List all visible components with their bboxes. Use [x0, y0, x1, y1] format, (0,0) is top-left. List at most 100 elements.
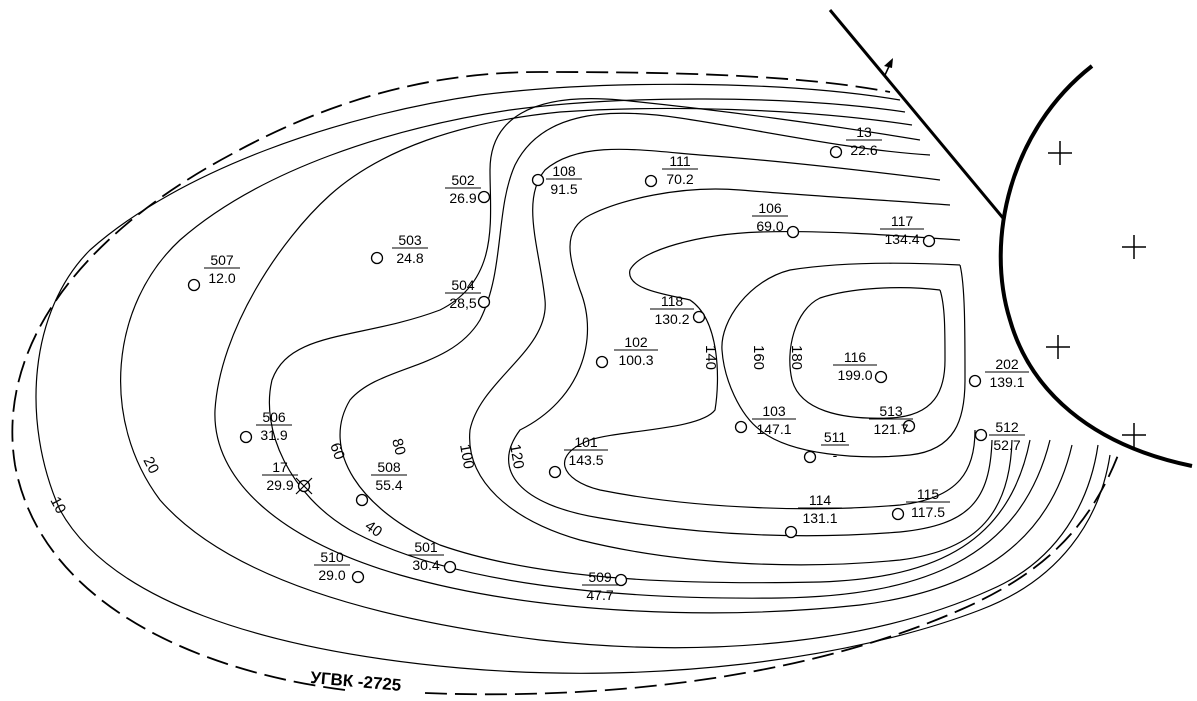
plus-icon — [1122, 423, 1146, 447]
well-value: 117.5 — [911, 504, 945, 520]
well-111: 111 70.2 — [644, 153, 698, 188]
well-511: 511 - — [803, 429, 849, 464]
well-number: 106 — [758, 200, 782, 216]
well-510: 510 29.0 — [314, 549, 365, 584]
contour-label-40: 40 — [362, 517, 385, 540]
well-symbol-icon — [548, 465, 562, 479]
gas-water-contact-line — [11, 71, 891, 691]
well-symbol-icon — [531, 173, 545, 187]
well-symbol-icon — [239, 430, 253, 444]
well-symbol-icon — [734, 420, 748, 434]
well-symbol-icon — [477, 295, 491, 309]
well-number: 504 — [451, 277, 475, 293]
well-symbol-icon — [891, 507, 905, 521]
well-value: 29.0 — [318, 567, 345, 583]
abandoned-well-icon — [295, 477, 313, 495]
well-114: 114 131.1 — [784, 492, 842, 539]
well-number: 506 — [262, 409, 286, 425]
contour-label-140: 140 — [702, 345, 719, 370]
contour-160 — [721, 262, 966, 458]
well-number: 17 — [272, 459, 288, 475]
well-102: 102 100.3 — [595, 334, 658, 369]
well-value: 30.4 — [412, 557, 439, 573]
well-value: 121.7 — [873, 421, 908, 437]
well-value: - — [833, 447, 838, 463]
well-value: 139.1 — [989, 374, 1024, 390]
well-value: 143.5 — [568, 452, 603, 468]
well-number: 118 — [661, 293, 684, 309]
well-value: 31.9 — [260, 427, 287, 443]
well-number: 507 — [210, 252, 234, 268]
contour-label-100: 100 — [456, 443, 477, 471]
well-number: 503 — [398, 232, 422, 248]
well-symbol-icon — [786, 225, 800, 239]
well-value: 26.9 — [449, 190, 476, 206]
well-value: 47.7 — [586, 587, 613, 603]
well-symbol-icon — [370, 251, 384, 265]
contour-label-160: 160 — [750, 345, 767, 370]
well-502: 502 26.9 — [445, 172, 491, 206]
well-value: 100.3 — [618, 352, 653, 368]
well-symbol-icon — [922, 234, 936, 248]
well-symbol-icon — [803, 450, 817, 464]
plus-icon — [1122, 235, 1146, 259]
gas-water-contact-label: УГВК -2725 — [310, 668, 402, 695]
well-value: 12.0 — [208, 270, 235, 286]
contour-label-80: 80 — [388, 437, 409, 458]
well-number: 108 — [552, 163, 576, 179]
well-value: 134.4 — [884, 231, 919, 247]
contour-label-20: 20 — [139, 454, 162, 477]
gas-water-contact-line-south — [424, 449, 1121, 696]
well-symbol-icon — [355, 493, 369, 507]
well-number: 508 — [377, 459, 401, 475]
contour-100 — [469, 148, 1013, 566]
fault-arrow-icon — [884, 58, 893, 68]
well-value: 131.1 — [802, 510, 837, 526]
well-value: 91.5 — [550, 181, 577, 197]
well-number: 202 — [995, 356, 1019, 372]
well-value: 52.7 — [993, 437, 1020, 453]
well-number: 510 — [320, 549, 344, 565]
contour-label-60: 60 — [326, 441, 348, 462]
well-number: 501 — [414, 539, 438, 555]
well-101: 101 143.5 — [548, 434, 608, 479]
fault-line — [828, 9, 1005, 219]
well-value: 70.2 — [666, 171, 693, 187]
well-symbol-icon — [614, 573, 628, 587]
contour-180 — [789, 287, 946, 419]
plus-icon — [1048, 141, 1072, 165]
contour-10 — [35, 83, 1111, 674]
well-number: 101 — [574, 434, 598, 450]
well-number: 502 — [451, 172, 475, 188]
well-value: 69.0 — [756, 218, 783, 234]
well-108: 108 91.5 — [531, 163, 582, 197]
well-symbol-icon — [443, 560, 457, 574]
intrusive-body-boundary — [998, 64, 1193, 468]
plus-icon — [1046, 335, 1070, 359]
well-symbol-icon — [595, 355, 609, 369]
contour-60 — [268, 98, 1051, 599]
well-number: 117 — [891, 213, 914, 229]
well-value: 147.1 — [756, 421, 791, 437]
well-number: 102 — [624, 334, 648, 350]
well-value: 55.4 — [375, 477, 402, 493]
contour-label-180: 180 — [788, 345, 805, 370]
well-number: 114 — [809, 492, 832, 508]
well-number: 111 — [669, 153, 690, 169]
well-symbol-icon — [874, 370, 888, 384]
contour-label-10: 10 — [46, 494, 69, 517]
contour-label-120: 120 — [506, 443, 527, 471]
well-number: 511 — [824, 429, 847, 445]
